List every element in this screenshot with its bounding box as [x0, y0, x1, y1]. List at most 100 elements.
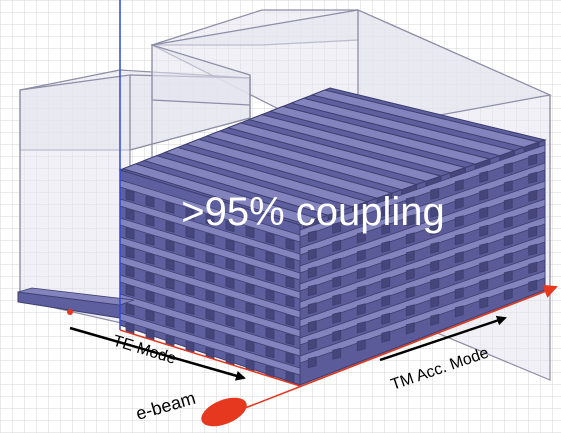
coupling-point-dot	[67, 309, 73, 315]
side-rod-end	[405, 322, 415, 335]
front-rod-end	[285, 295, 295, 308]
side-rod-end	[528, 243, 538, 256]
side-rod-end	[381, 276, 391, 289]
side-rod-end	[454, 197, 464, 210]
side-rod-end	[528, 189, 538, 202]
side-rod-end	[381, 240, 391, 253]
front-rod-end	[265, 365, 275, 378]
front-rod-end	[205, 308, 215, 322]
front-rod-end	[165, 315, 175, 328]
side-rod-end	[307, 284, 317, 297]
side-rod-end	[381, 204, 391, 217]
side-rod-end	[356, 213, 366, 226]
side-rod-end	[381, 330, 391, 343]
front-rod-end	[225, 258, 235, 271]
front-rod-end	[225, 239, 235, 252]
side-rod-end	[430, 313, 440, 326]
side-bar	[299, 234, 546, 328]
side-rod-end	[528, 261, 538, 274]
side-rod-end	[430, 277, 440, 290]
side-rod-end	[332, 275, 342, 288]
coupling-headline: >95% coupling	[181, 190, 445, 234]
front-rod-end	[285, 314, 295, 327]
side-rod-end	[479, 170, 489, 183]
side-rod-end	[454, 287, 464, 300]
side-rod-end	[503, 216, 513, 229]
side-rod-end	[307, 356, 317, 369]
side-rod-end	[430, 241, 440, 254]
side-rod-end	[479, 242, 489, 255]
front-rod-end	[205, 270, 215, 284]
side-rod-end	[454, 215, 464, 228]
side-rod-end	[381, 294, 391, 307]
ebeam-bunch	[201, 397, 247, 427]
front-rod-end	[245, 359, 255, 372]
side-rod-end	[430, 205, 440, 218]
front-rod-end	[225, 315, 235, 328]
front-rod-end	[145, 214, 155, 227]
front-rod-end	[145, 233, 155, 246]
front-rod-end	[145, 309, 155, 322]
side-rod-end	[307, 320, 317, 333]
front-rod-end	[245, 321, 255, 334]
side-bar	[299, 198, 546, 292]
front-rod-end	[265, 232, 275, 245]
side-rod-end	[405, 196, 415, 209]
side-bar	[299, 180, 546, 274]
side-rod-end	[503, 288, 513, 301]
front-rod-end	[265, 346, 275, 359]
side-bar	[299, 144, 546, 238]
front-rod-end	[265, 327, 275, 340]
front-rod-end	[165, 277, 175, 290]
front-rod-end	[245, 302, 255, 315]
side-rod-end	[307, 302, 317, 315]
side-rod-end	[405, 286, 415, 299]
front-rod-end	[145, 271, 155, 284]
front-rod-end	[205, 213, 215, 227]
front-rod-end	[225, 353, 235, 366]
front-rod-end	[245, 226, 255, 239]
side-rod-end	[405, 304, 415, 317]
side-rod-end	[332, 311, 342, 324]
side-rod-end	[356, 339, 366, 352]
front-rod-end	[165, 296, 175, 309]
side-bar	[299, 252, 546, 346]
side-rod-end	[356, 231, 366, 244]
side-rod-end	[381, 258, 391, 271]
front-rod-end	[285, 276, 295, 289]
front-rod-end	[265, 270, 275, 283]
side-bar	[299, 270, 546, 364]
front-rod-end	[225, 220, 235, 233]
front-rod-end	[285, 371, 295, 384]
front-rod-end	[225, 277, 235, 290]
side-rod-end	[405, 232, 415, 245]
side-rod-end	[405, 214, 415, 227]
side-rod-end	[503, 234, 513, 247]
front-rod-end	[185, 321, 195, 334]
input-waveguide-top	[17, 287, 135, 306]
side-rod-end	[479, 188, 489, 201]
front-rod-end	[285, 238, 295, 251]
side-rod-end	[356, 267, 366, 280]
front-rod-end	[145, 290, 155, 303]
front-rod-end	[185, 283, 195, 296]
front-rod-end	[125, 246, 135, 259]
front-rod-end	[145, 252, 155, 265]
side-rod-end	[307, 266, 317, 279]
side-rod-end	[454, 179, 464, 192]
side-rod-end	[479, 260, 489, 273]
front-rod-end	[165, 220, 175, 233]
front-rod-end	[225, 334, 235, 347]
front-rod-end	[285, 257, 295, 270]
side-rod-end	[405, 250, 415, 263]
side-rod-end	[405, 268, 415, 281]
side-bar	[299, 162, 546, 256]
front-rod-end	[245, 283, 255, 296]
side-rod-end	[332, 347, 342, 360]
tm-mode-arrow	[379, 315, 507, 362]
front-rod-end	[125, 189, 135, 202]
front-rod-end	[165, 201, 175, 214]
side-rod-end	[430, 259, 440, 272]
side-rod-end	[528, 153, 538, 166]
